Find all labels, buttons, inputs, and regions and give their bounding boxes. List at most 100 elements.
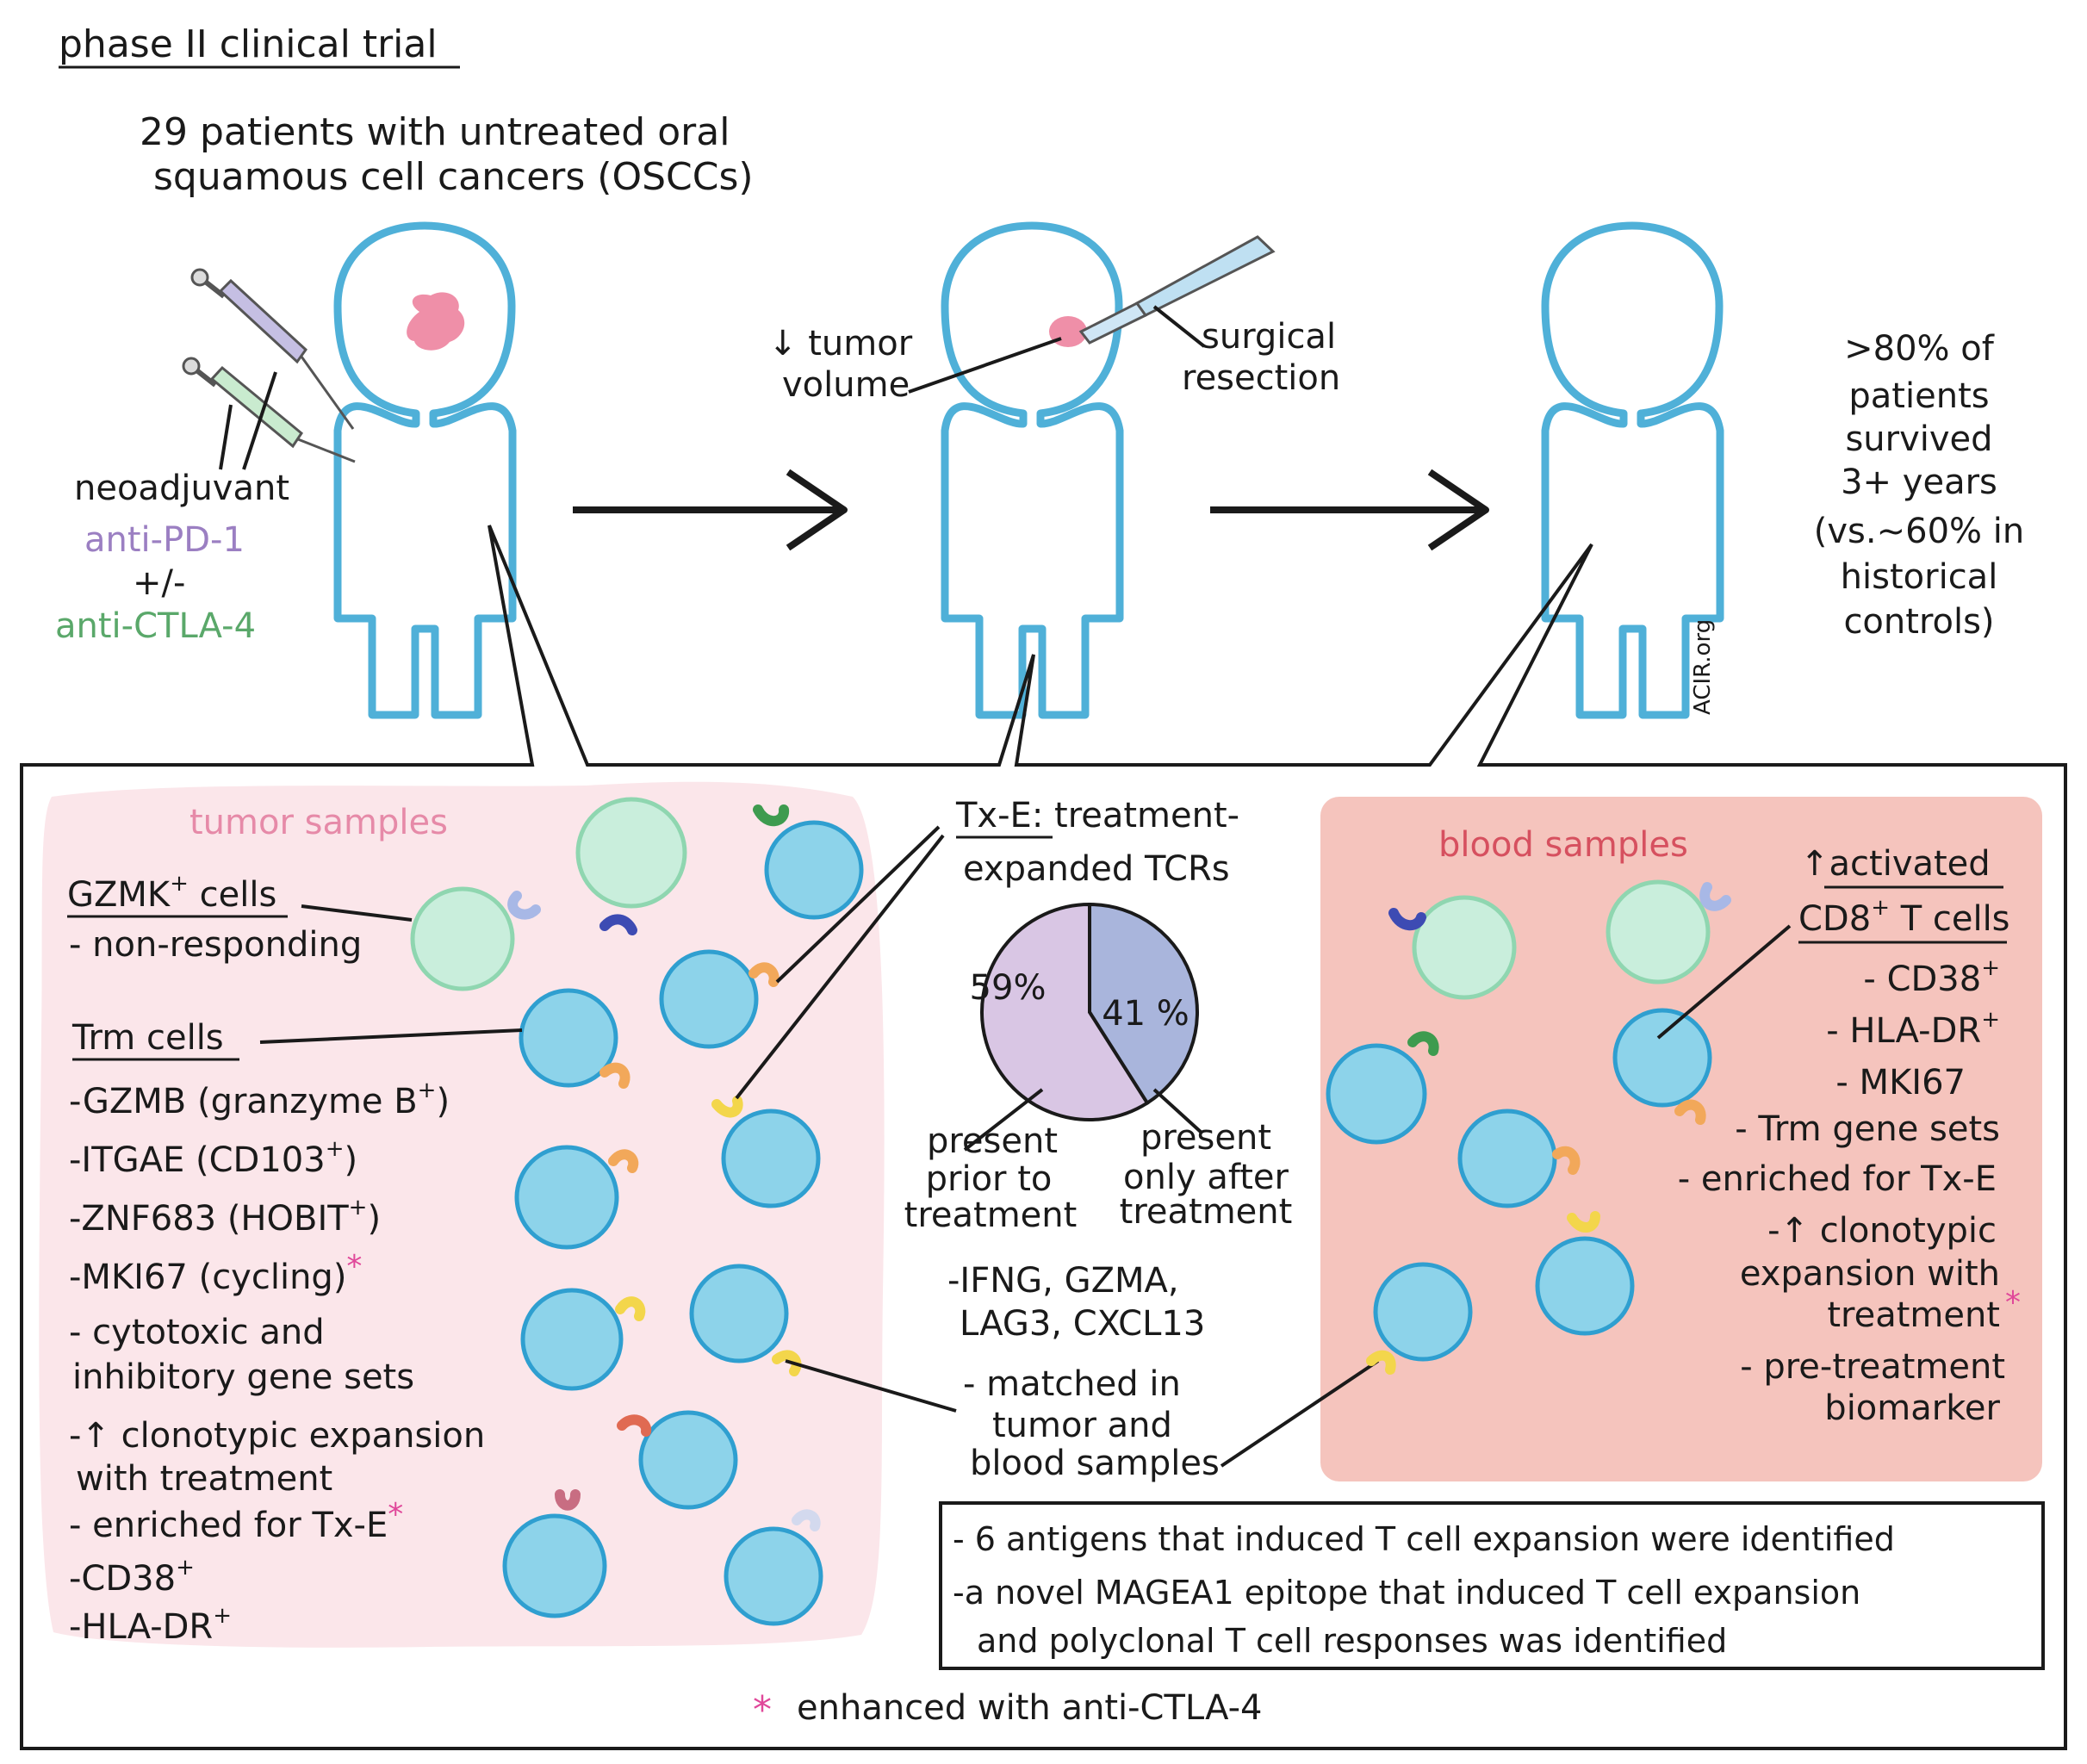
star-marker: * [2005, 1285, 2021, 1320]
t-cell [1535, 1236, 1635, 1336]
t-cell [519, 988, 618, 1088]
tumor-list-item: -ITGAE (CD103+) [69, 1136, 357, 1180]
acir-credit: ACIR.org [1690, 619, 1716, 715]
receptor-icon [753, 804, 789, 827]
blood-cells [1326, 879, 1731, 1375]
label-prior-line: treatment [904, 1196, 1078, 1235]
scalpel-icon [1078, 235, 1276, 345]
gzmk-sub: - non-responding [69, 925, 362, 965]
matched-line: - matched in [963, 1364, 1181, 1404]
antigens-line-2: -a novel MAGEA1 epitope that induced T c… [953, 1574, 1860, 1612]
blood-list: - CD38+ - HLA-DR+ - MKI67 - Trm gene set… [1678, 955, 2021, 1428]
blood-list-item: treatment [1827, 1295, 2000, 1335]
receptor-icon [1567, 1211, 1600, 1233]
outcome-line: 3+ years [1841, 463, 1997, 502]
t-cell [520, 1288, 624, 1391]
blood-list-item: - Trm gene sets [1735, 1109, 2000, 1149]
tumor-list-item: -ZNF683 (HOBIT+) [69, 1195, 381, 1239]
outcome-line: controls) [1843, 602, 1994, 642]
syringe-anti-ctla4-icon [182, 357, 356, 463]
pie-slice-after [1088, 902, 1199, 1106]
receptor-icon [555, 1489, 581, 1511]
surgical-label-1: surgical [1202, 317, 1336, 357]
arrow-right-icon [1210, 469, 1489, 551]
tumor-mass-icon [407, 292, 465, 351]
outcome-line: survived [1845, 419, 1992, 459]
receptor-icon [1699, 882, 1731, 911]
t-cell [764, 820, 864, 920]
blood-panel-title: blood samples [1438, 825, 1688, 865]
t-cell [1326, 1043, 1427, 1145]
arrow-right-icon [573, 469, 848, 551]
receptor-icon [599, 1062, 630, 1089]
blood-list-item: expansion with [1740, 1254, 2000, 1294]
receptor-icon [599, 914, 637, 935]
patient-figure-3 [1541, 221, 1724, 719]
gzmk-cell [575, 797, 687, 909]
anti-pd1-label: anti-PD-1 [84, 520, 245, 560]
receptor-icon [1366, 1350, 1396, 1375]
outcome-line: (vs.~60% in [1814, 512, 2024, 551]
activated-line-1: ↑activated [1800, 844, 1991, 884]
syringe-anti-pd1-icon [190, 268, 355, 430]
t-cell [724, 1526, 823, 1626]
receptor-icon [1388, 908, 1426, 931]
patient-figure-1 [333, 221, 517, 719]
receptor-icon [772, 1350, 802, 1376]
tumor-list-item: -MKI67 (cycling)* [69, 1249, 362, 1297]
blood-list-item: biomarker [1824, 1388, 2000, 1428]
label-after-line: present [1140, 1118, 1271, 1158]
receptor-icon [1674, 1099, 1706, 1125]
receptor-icon [615, 1296, 646, 1321]
label-prior-line: present [927, 1121, 1058, 1161]
tumor-list-item: with treatment [76, 1459, 332, 1499]
activated-line-2: CD8+ T cells [1798, 895, 2010, 939]
tumor-cells [410, 797, 864, 1626]
tumor-list-item: - enriched for Tx-E* [69, 1497, 403, 1545]
antigens-box [939, 1501, 2045, 1670]
t-cell [638, 1410, 738, 1510]
t-cell [1457, 1109, 1557, 1208]
tumor-list-item: -↑ clonotypic expansion [69, 1416, 485, 1456]
t-cell [514, 1145, 619, 1250]
t-cell [502, 1513, 607, 1618]
matched-line: tumor and [992, 1406, 1172, 1445]
receptor-icon [617, 1414, 652, 1437]
pie-slice-prior [980, 902, 1150, 1121]
neoadjuvant-label: neoadjuvant [74, 469, 289, 508]
tumor-volume-label-1: ↓ tumor [768, 324, 913, 363]
t-cell [721, 1109, 821, 1208]
intro-line-2: squamous cell cancers (OSCCs) [153, 155, 754, 199]
surgical-label-2: resection [1182, 358, 1340, 398]
genes-line-2: LAG3, CXCL13 [960, 1304, 1205, 1344]
tumor-volume-label-2: volume [782, 365, 910, 405]
blood-list-item: - HLA-DR+ [1826, 1007, 2000, 1051]
intro-line-1: 29 patients with untreated oral [140, 110, 730, 154]
tumor-panel-title: tumor samples [189, 803, 448, 842]
receptor-icon [792, 1509, 821, 1531]
t-cell [689, 1264, 789, 1363]
receptor-icon [748, 962, 780, 987]
results-box [20, 525, 2067, 1750]
plus-minus-label: +/- [133, 563, 185, 603]
tumor-list-item: -HLA-DR+ [69, 1603, 232, 1647]
blood-list-item: - enriched for Tx-E [1678, 1159, 1997, 1199]
antigens-line-3: and polyclonal T cell responses was iden… [977, 1622, 1727, 1660]
matched-line: blood samples [970, 1444, 1220, 1483]
t-cell [659, 949, 759, 1049]
blood-list-item: -↑ clonotypic [1767, 1211, 1997, 1251]
anti-ctla4-label: anti-CTLA-4 [55, 606, 256, 646]
green-cell [1412, 895, 1517, 1000]
label-after-line: only after [1123, 1158, 1289, 1197]
tumor-trm-list: -GZMB (granzyme B+) -ITGAE (CD103+) -ZNF… [69, 1078, 485, 1647]
receptor-icon [1552, 1146, 1581, 1175]
outcome-line: historical [1841, 557, 1998, 597]
footnote-star: * [753, 1688, 772, 1732]
t-cell [1373, 1262, 1473, 1362]
tumor-list-item: - cytotoxic and [69, 1313, 325, 1352]
receptor-icon [1407, 1031, 1439, 1056]
receptor-icon [608, 1149, 639, 1173]
page-title: phase II clinical trial [59, 22, 438, 66]
t-cell [1612, 1008, 1712, 1108]
